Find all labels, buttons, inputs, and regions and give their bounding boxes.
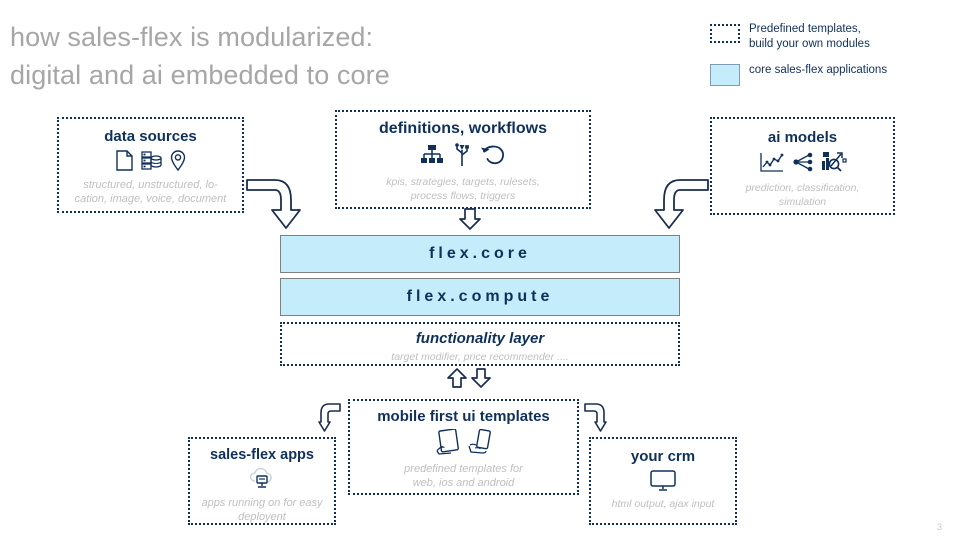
- module-title-data-sources: data sources: [104, 128, 197, 145]
- legend-label-core-apps: core sales-flex applications: [749, 64, 888, 76]
- usb-fork-icon: [454, 143, 470, 167]
- module-title-ai-models: ai models: [767, 129, 838, 146]
- module-icons-ai-models: [712, 150, 893, 173]
- module-data-sources[interactable]: data sources: [57, 117, 244, 213]
- module-title-definitions: definitions, workflows: [378, 120, 547, 137]
- layer-flex-core[interactable]: flex.core: [280, 235, 680, 273]
- legend: Predefined templates, build your own mod…: [710, 22, 955, 97]
- connector-definitions-to-core: [458, 208, 482, 230]
- module-subtitle-data-sources: structured, unstructured, lo- cation, im…: [74, 179, 227, 205]
- location-pin-icon: [170, 150, 186, 171]
- module-subtitle-ai-models: prediction, classification, simulation: [745, 182, 860, 208]
- legend-item-core-apps: core sales-flex applications: [710, 63, 955, 86]
- layer-title-functionality: functionality layer: [415, 330, 545, 347]
- module-your-crm[interactable]: your crm html output, ajax input: [589, 437, 737, 525]
- loop-arrow-icon: [480, 144, 506, 166]
- module-subtitle-crm: html output, ajax input: [611, 498, 715, 510]
- dotted-box-swatch-icon: [710, 24, 740, 43]
- connector-data-sources-to-core: [245, 170, 305, 232]
- module-subtitle-apps: apps running on for easy deployent: [201, 497, 323, 523]
- connector-mobile-to-crm: [583, 402, 607, 436]
- connector-ai-models-to-core: [650, 170, 710, 232]
- connector-functionality-to-mobile-down: [470, 368, 492, 388]
- connector-functionality-to-mobile-up: [446, 368, 468, 388]
- node-network-icon: [792, 151, 814, 173]
- layer-flex-compute[interactable]: flex.compute: [280, 278, 680, 316]
- legend-label-templates: Predefined templates, build your own mod…: [749, 23, 870, 50]
- module-icons-mobile: [350, 429, 577, 456]
- module-icons-crm: [591, 470, 735, 491]
- legend-item-templates: Predefined templates, build your own mod…: [710, 22, 955, 52]
- module-title-mobile: mobile first ui templates: [377, 408, 550, 425]
- analytics-icon: [821, 150, 847, 173]
- document-icon: [115, 150, 133, 171]
- filled-box-swatch-icon: [710, 64, 740, 86]
- connector-mobile-to-apps: [318, 402, 342, 436]
- module-subtitle-definitions: kpis, strategies, targets, rulesets, pro…: [386, 176, 540, 202]
- line-chart-icon: [759, 151, 785, 173]
- module-icons-definitions: [337, 143, 589, 167]
- cloud-computer-icon: [247, 467, 277, 491]
- module-mobile-templates[interactable]: mobile first ui templates predefined tem…: [348, 399, 579, 495]
- module-title-crm: your crm: [630, 448, 696, 465]
- layer-functionality[interactable]: functionality layer target modifier, pri…: [280, 322, 680, 366]
- module-icons-data-sources: [59, 150, 242, 171]
- page-title: how sales-flex is modularized: digital a…: [10, 22, 390, 90]
- tablet-in-hand-icon: [434, 429, 462, 456]
- module-subtitle-mobile: predefined templates for web, ios and an…: [404, 463, 523, 489]
- module-ai-models[interactable]: ai models: [710, 117, 895, 215]
- phone-in-hand-icon: [466, 429, 494, 456]
- hierarchy-icon: [420, 144, 444, 166]
- module-sales-flex-apps[interactable]: sales-flex apps apps running on for easy…: [188, 437, 336, 525]
- database-icon: [140, 150, 162, 171]
- page-number: 3: [936, 522, 942, 532]
- monitor-icon: [650, 470, 676, 491]
- module-title-apps: sales-flex apps: [210, 447, 314, 463]
- layer-subtitle-functionality: target modifier, price recommender ....: [391, 351, 569, 363]
- module-icons-apps: [190, 467, 334, 491]
- module-definitions-workflows[interactable]: definitions, workflows: [335, 110, 591, 209]
